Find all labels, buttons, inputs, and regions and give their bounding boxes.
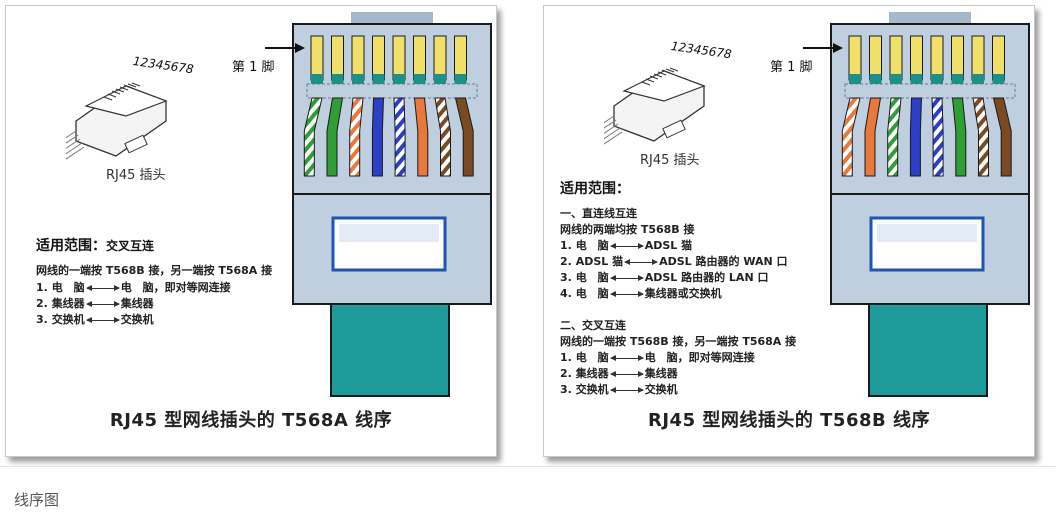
pin1-arrowhead: [833, 43, 843, 53]
contact-base-7: [972, 74, 984, 84]
pair-row: 3. 交换机交换机: [36, 313, 154, 326]
straight-title: 一、直连线互连: [560, 207, 637, 220]
contact-base-4: [372, 74, 385, 84]
panel-t568a: 12345678 RJ45 插头 第 1 脚 适用范围：交叉互连 网线的一端按 …: [5, 5, 497, 457]
wire-8: [992, 97, 1012, 177]
contact-base-6: [951, 74, 964, 84]
rj45-plug-sketch: [66, 82, 168, 160]
pin1-label: 第 1 脚: [770, 60, 813, 75]
wire-5: [393, 97, 406, 177]
contact-3: [351, 35, 365, 81]
contact-base-7: [434, 74, 446, 84]
cable-boot: [868, 303, 988, 397]
contact-1: [310, 35, 324, 81]
contact-base-8: [992, 74, 1005, 84]
rj45-connector-diagram: [265, 12, 492, 397]
rule-line: 网线的一端按 T568B 接，另一端按 T568A 接: [36, 264, 273, 277]
contact-2: [869, 35, 882, 81]
wire-4: [371, 97, 385, 177]
wire-5: [931, 97, 944, 177]
contact-3: [889, 35, 903, 81]
diagram-caption: RJ45 型网线插头的 T568A 线序: [109, 410, 393, 431]
cross-item: 1. 电 脑电 脑，即对等网连接: [560, 351, 755, 364]
cross-item: 3. 交换机交换机: [560, 383, 678, 396]
contact-8: [454, 35, 467, 81]
wire-7: [972, 97, 989, 177]
contact-2: [331, 35, 344, 81]
contact-base-3: [352, 74, 364, 84]
wire-1: [303, 97, 323, 177]
contact-base-2: [869, 74, 882, 84]
straight-rule: 网线的两端均按 T568B 接: [560, 223, 695, 236]
contact-4: [372, 35, 385, 81]
figure-footer: 线序图: [0, 466, 1056, 526]
wire-8: [454, 97, 474, 177]
straight-item: 4. 电 脑集线器或交换机: [560, 287, 722, 300]
wire-3: [349, 97, 364, 177]
cross-rule: 网线的一端按 T568B 接，另一端按 T568A 接: [560, 335, 797, 348]
wire-6: [951, 97, 967, 177]
contact-1: [848, 35, 862, 81]
wire-7: [434, 97, 451, 177]
panel-t568b: 12345678 RJ45 插头 第 1 脚 适用范围： 一、直连线互连 网线的…: [543, 5, 1035, 457]
wire-1: [841, 97, 861, 177]
contact-base-1: [849, 74, 861, 84]
pin1-arrowhead: [295, 43, 305, 53]
contact-4: [910, 35, 923, 81]
rj45-connector-diagram: [803, 12, 1030, 397]
contact-base-4: [910, 74, 923, 84]
diagram-caption: RJ45 型网线插头的 T568B 线序: [648, 410, 930, 431]
contact-6: [413, 35, 426, 81]
contact-7: [971, 35, 985, 81]
contact-7: [433, 35, 447, 81]
contact-8: [992, 35, 1005, 81]
window-highlight: [339, 224, 439, 242]
connector-tab: [889, 12, 971, 26]
contact-base-2: [331, 74, 344, 84]
contact-base-5: [931, 74, 943, 84]
contact-base-1: [311, 74, 323, 84]
wire-2: [864, 97, 882, 177]
pair-row: 1. 电 脑电 脑，即对等网连接: [36, 281, 231, 294]
contact-base-5: [393, 74, 405, 84]
cross-item: 2. 集线器集线器: [560, 367, 678, 380]
connector-tab: [351, 12, 433, 26]
pin1-label: 第 1 脚: [232, 60, 275, 75]
contact-base-3: [890, 74, 902, 84]
cable-boot: [330, 303, 450, 397]
wire-4: [909, 97, 923, 177]
connector-label: RJ45 插头: [640, 153, 700, 168]
contact-base-6: [413, 74, 426, 84]
contact-base-8: [454, 74, 467, 84]
scope-title: 适用范围：交叉互连: [36, 238, 155, 254]
contact-6: [951, 35, 964, 81]
wire-3: [887, 97, 902, 177]
scope-title: 适用范围：: [560, 181, 630, 197]
connector-label: RJ45 插头: [106, 168, 166, 183]
figure-caption: 线序图: [14, 491, 60, 509]
window-highlight: [877, 224, 977, 242]
cross-title: 二、交叉互连: [560, 319, 626, 332]
contact-5: [392, 35, 406, 81]
contact-guide: [306, 83, 478, 99]
wire-2: [326, 97, 344, 177]
pair-row: 2. 集线器集线器: [36, 297, 154, 310]
rj45-plug-sketch: [604, 67, 706, 145]
contact-guide: [844, 83, 1016, 99]
wire-6: [413, 97, 429, 177]
contact-5: [930, 35, 944, 81]
